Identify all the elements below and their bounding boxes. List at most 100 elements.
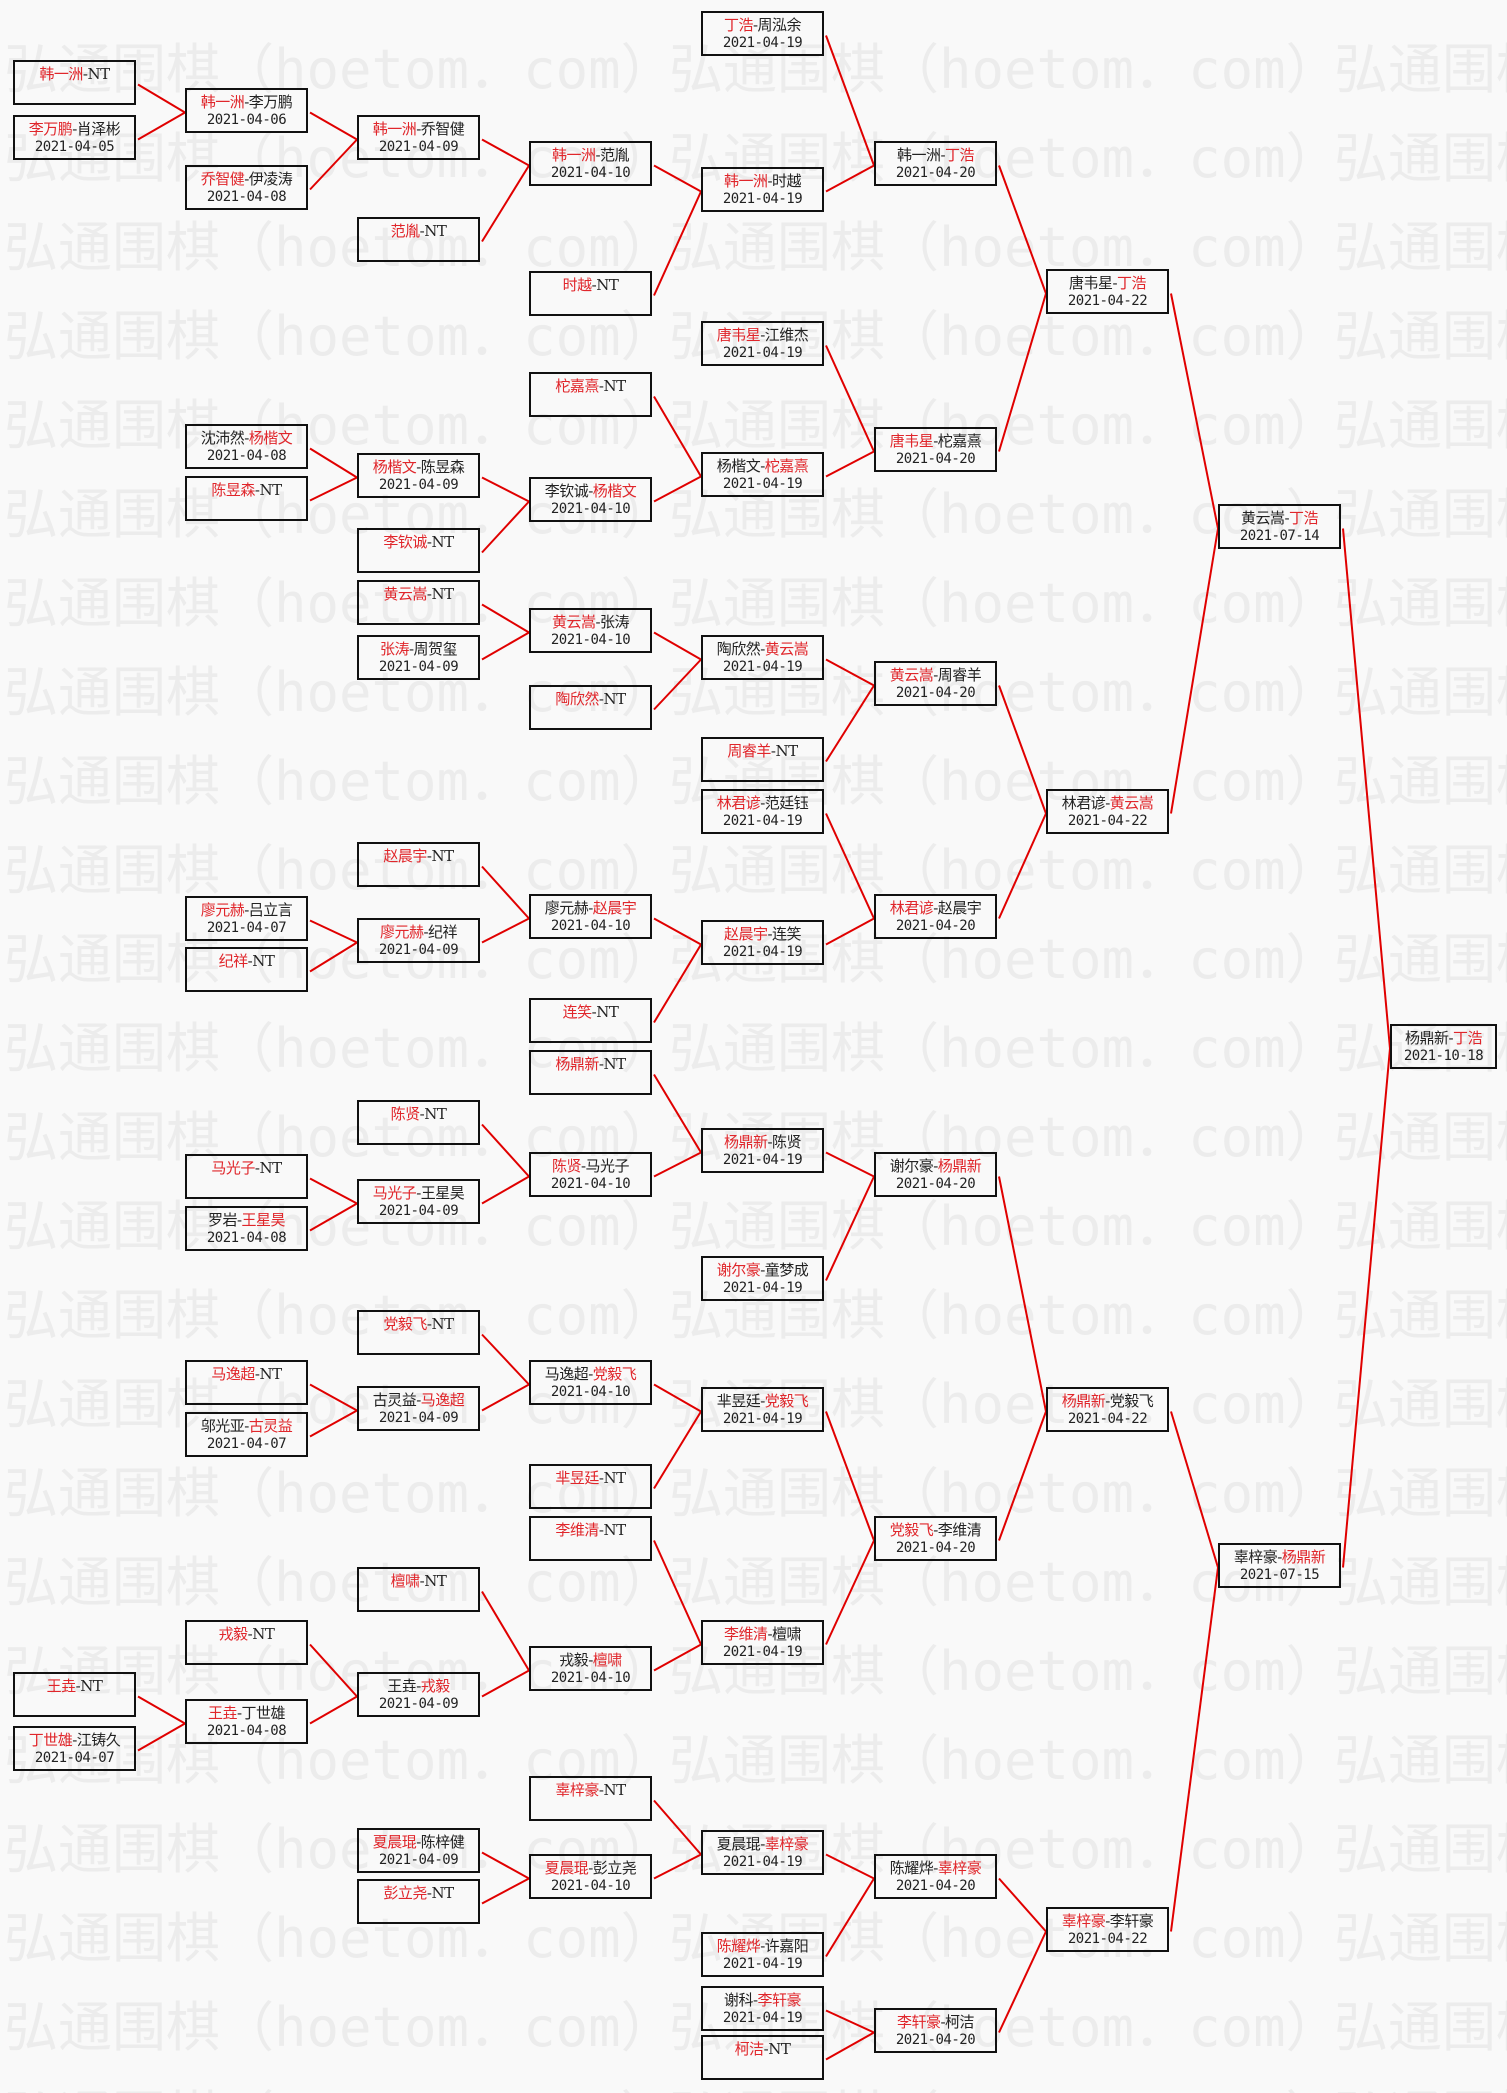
winner-name: 李万鹏	[28, 120, 73, 138]
match-date: 2021-04-22	[1067, 293, 1148, 309]
match-players: 陈贤-马光子	[531, 1157, 650, 1175]
winner-name: 赵晨宇	[723, 925, 768, 943]
winner-name: 李轩豪	[757, 1991, 802, 2009]
separator: -	[416, 120, 421, 138]
match-box: 彭立尧-NT	[357, 1879, 480, 1924]
separator: -	[588, 1859, 593, 1877]
player-name: NT	[596, 276, 619, 294]
winner-name: 丁世雄	[28, 1731, 73, 1749]
bracket-connector-line	[653, 917, 702, 946]
player-name: NT	[431, 533, 454, 551]
match-date: 2021-04-22	[1067, 1931, 1148, 1947]
match-date: 2021-04-20	[895, 165, 976, 181]
match-date: 2021-04-10	[550, 165, 631, 181]
match-players: 党毅飞-李维清	[876, 1521, 995, 1539]
winner-name: 辜梓豪	[937, 1859, 982, 1877]
bracket-connector-line	[825, 345, 875, 452]
match-players: 纪祥-NT	[187, 952, 306, 970]
match-box: 檀啸-NT	[357, 1567, 480, 1612]
match-players: 赵晨宇-连笑	[703, 925, 822, 943]
player-name: 陈贤	[772, 1133, 802, 1151]
separator: -	[580, 1157, 586, 1175]
match-players: 赵晨宇-NT	[359, 847, 478, 865]
winner-name: 李维清	[723, 1625, 768, 1643]
winner-name: 廖元赫	[200, 901, 245, 919]
winner-name: 杨鼎新	[1281, 1548, 1326, 1566]
bracket-connector-line	[653, 395, 702, 478]
player-name: 夏晨琨	[716, 1835, 761, 1853]
winner-name: 杨鼎新	[937, 1157, 982, 1175]
separator: -	[767, 925, 773, 943]
separator: -	[591, 276, 597, 294]
winner-name: 乔智健	[200, 170, 245, 188]
player-name: 肖泽彬	[76, 120, 121, 138]
bracket-connector-line	[309, 1643, 358, 1698]
separator: -	[416, 1677, 421, 1695]
player-name: 周泓余	[757, 16, 802, 34]
bracket-connector-line	[481, 917, 530, 944]
separator: -	[760, 794, 765, 812]
match-date: 2021-04-19	[722, 1280, 803, 1296]
player-name: NT	[596, 1003, 619, 1021]
player-name: 邬光亚	[200, 1417, 245, 1435]
match-players: 芈昱廷-NT	[531, 1469, 650, 1487]
match-players: 韩一洲-范胤	[531, 146, 650, 164]
winner-name: 柁嘉熹	[555, 377, 599, 395]
match-players: 李万鹏-肖泽彬	[15, 120, 134, 138]
match-box: 赵晨宇-NT	[357, 842, 480, 887]
match-date: 2021-04-09	[378, 1203, 459, 1219]
bracket-connector-line	[825, 450, 875, 478]
match-date: 2021-04-10	[550, 918, 631, 934]
bracket-connector-line	[1170, 1567, 1219, 1932]
bracket-connector-line	[653, 1643, 702, 1672]
match-players: 马逸超-党毅飞	[531, 1365, 650, 1383]
bracket-connector-line	[653, 1799, 702, 1856]
match-players: 马光子-王星昊	[359, 1184, 478, 1202]
separator: -	[588, 899, 593, 917]
separator: -	[426, 1884, 432, 1902]
match-date: 2021-04-20	[895, 1540, 976, 1556]
separator: -	[760, 326, 765, 344]
match-date: 2021-04-19	[722, 1411, 803, 1427]
match-players: 党毅飞-NT	[359, 1315, 478, 1333]
bracket-connector-line	[825, 2031, 875, 2061]
bracket-connector-line	[309, 1695, 358, 1725]
match-date: 2021-04-09	[378, 942, 459, 958]
match-box: 马光子-NT	[185, 1154, 308, 1199]
match-players: 丁浩-周泓余	[703, 16, 822, 34]
match-players: 马光子-NT	[187, 1159, 306, 1177]
player-name: 林君谚	[1061, 794, 1106, 812]
match-players: 杨楷文-陈昱森	[359, 458, 478, 476]
match-players: 林君谚-赵晨宇	[876, 899, 995, 917]
separator: -	[426, 1315, 432, 1333]
winner-name: 丁浩	[1453, 1029, 1483, 1047]
winner-name: 时越	[562, 276, 593, 294]
player-name: NT	[431, 585, 454, 603]
match-date: 2021-04-19	[722, 659, 803, 675]
bracket-connector-line	[653, 191, 702, 296]
bracket-connector-line	[653, 475, 702, 503]
winner-name: 连笑	[562, 1003, 593, 1021]
winner-name: 林君谚	[716, 794, 761, 812]
bracket-connector-line	[825, 813, 875, 919]
match-box: 纪祥-NT	[185, 947, 308, 992]
match-date: 2021-04-05	[34, 139, 115, 155]
bracket-connector-line	[309, 138, 358, 191]
bracket-connector-line	[309, 447, 358, 479]
match-players: 连笑-NT	[531, 1003, 650, 1021]
match-date: 2021-04-19	[722, 35, 803, 51]
match-players: 林君谚-范廷钰	[703, 794, 822, 812]
player-name: 戎毅	[559, 1651, 589, 1669]
match-players: 林君谚-黄云嵩	[1048, 794, 1167, 812]
player-name: NT	[603, 1521, 626, 1539]
match-players: 邬光亚-古灵益	[187, 1417, 306, 1435]
match-players: 杨鼎新-丁浩	[1392, 1029, 1495, 1047]
match-players: 陶欣然-黄云嵩	[703, 640, 822, 658]
separator: -	[770, 742, 776, 760]
